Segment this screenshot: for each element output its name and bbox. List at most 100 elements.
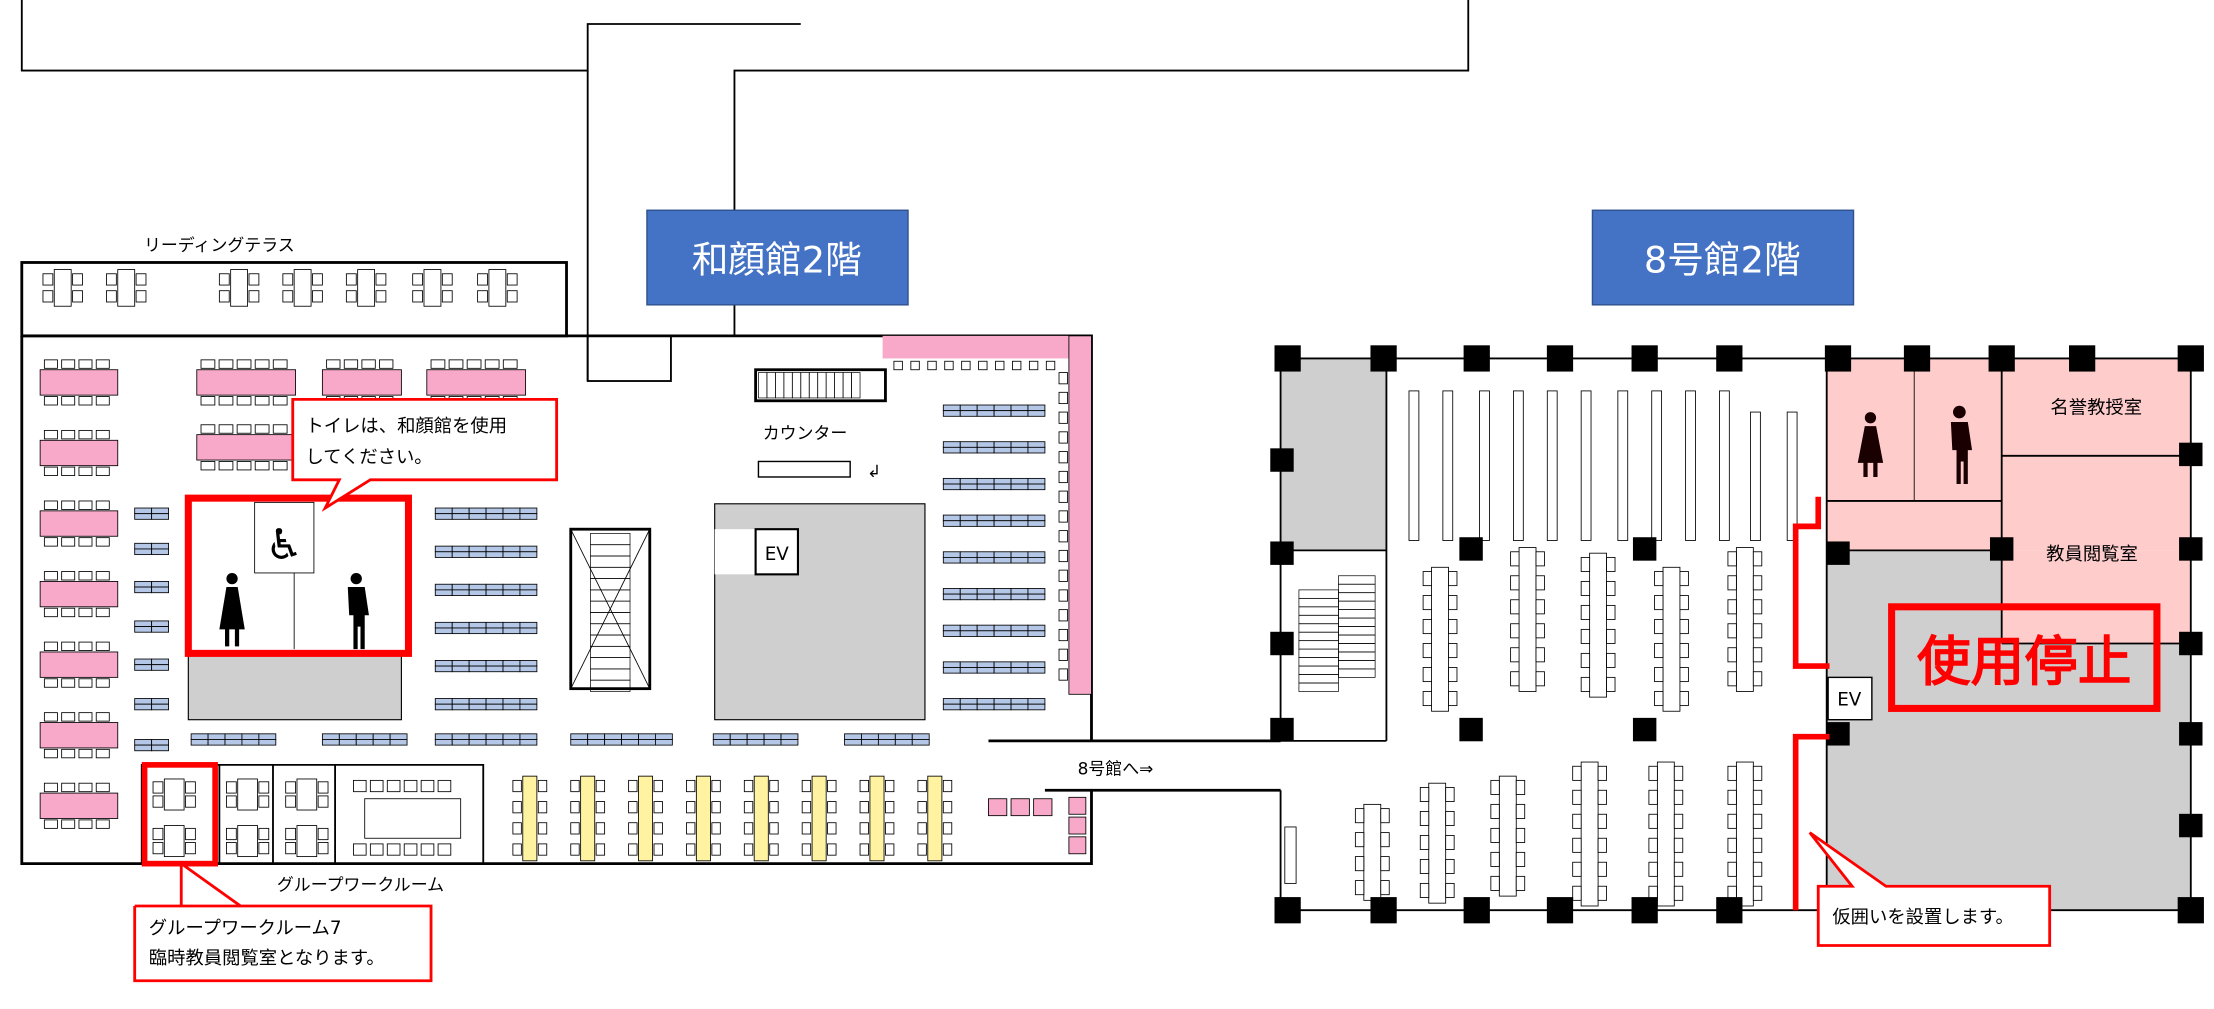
furniture: [1727, 575, 1737, 591]
title-wagan: 和顔館2階: [646, 209, 909, 306]
chair: [43, 607, 58, 618]
blue-desk: [151, 744, 169, 752]
blue-desk: [993, 556, 1012, 564]
chair: [1058, 470, 1068, 484]
blue-desk: [468, 583, 487, 591]
chair: [43, 396, 58, 406]
furniture: [1752, 813, 1763, 829]
blue-desk: [729, 739, 748, 746]
table: [163, 825, 185, 858]
furniture: [1654, 619, 1664, 635]
blue-desk: [434, 621, 453, 629]
blue-desk: [976, 441, 995, 448]
blue-desk: [976, 514, 995, 522]
pillar: [1270, 717, 1294, 742]
chair: [43, 712, 58, 722]
blue-desk: [502, 589, 521, 596]
table: [1363, 803, 1382, 901]
blue-desk: [1027, 556, 1046, 564]
blue-desk: [959, 483, 978, 491]
chair: [502, 359, 518, 369]
furniture: [412, 290, 423, 303]
blue-desk: [468, 513, 487, 520]
pink-table: [321, 369, 402, 396]
chair: [1012, 360, 1022, 371]
furniture: [1380, 832, 1390, 848]
furniture: [345, 290, 357, 303]
blue-desk: [468, 551, 487, 558]
bookshelf: [1617, 390, 1629, 541]
blue-desk: [959, 630, 978, 637]
furniture: [1515, 827, 1526, 843]
blue-desk: [151, 739, 169, 746]
blue-desk: [959, 667, 978, 674]
blue-desk: [134, 507, 153, 515]
chair: [1028, 360, 1039, 371]
blue-desk: [519, 739, 538, 746]
furniture: [537, 801, 548, 814]
chair: [43, 537, 58, 547]
blue-desk: [519, 660, 538, 667]
blue-desk: [434, 660, 453, 667]
stair-step: [1298, 614, 1339, 625]
chair: [218, 461, 234, 471]
furniture: [1654, 571, 1664, 587]
furniture: [1648, 765, 1658, 781]
blue-desk: [1027, 624, 1046, 632]
furniture: [595, 822, 606, 835]
blue-desk: [993, 630, 1012, 637]
blue-desk: [942, 551, 961, 558]
furniture: [1648, 813, 1658, 829]
stair-step: [1338, 600, 1376, 610]
chair: [466, 359, 482, 369]
chair: [78, 607, 93, 618]
furniture: [711, 801, 721, 814]
furniture: [570, 801, 580, 814]
chair: [78, 396, 93, 406]
pink-chair: [988, 798, 1008, 817]
blue-desk: [502, 698, 521, 705]
blue-desk: [190, 739, 209, 746]
pillar: [1716, 897, 1743, 924]
chair: [1058, 411, 1068, 424]
blue-desk: [434, 739, 453, 746]
pillar: [1270, 631, 1294, 656]
furniture: [1510, 575, 1520, 591]
chair: [200, 424, 216, 434]
furniture: [711, 779, 721, 793]
chair: [43, 500, 58, 510]
chair: [78, 678, 93, 688]
blue-desk: [151, 542, 169, 550]
chair: [95, 819, 110, 829]
blue-desk: [519, 583, 538, 591]
yellow-table: [522, 775, 538, 862]
blue-desk: [468, 589, 487, 596]
chair: [61, 537, 76, 547]
blue-desk: [451, 733, 470, 740]
blue-desk: [468, 665, 487, 673]
furniture: [917, 801, 927, 814]
blue-desk: [976, 404, 995, 412]
furniture: [1727, 765, 1737, 781]
furniture: [1535, 671, 1545, 687]
blue-desk: [942, 698, 961, 705]
blue-desk: [993, 477, 1012, 485]
blue-desk: [451, 660, 470, 667]
blue-desk: [485, 665, 504, 673]
furniture: [1445, 787, 1455, 802]
blue-desk: [621, 739, 639, 746]
furniture: [570, 843, 580, 856]
furniture: [1448, 691, 1458, 707]
blue-desk: [434, 627, 453, 635]
blue-desk: [519, 507, 538, 515]
blue-desk: [134, 542, 153, 550]
chair: [78, 782, 93, 793]
blue-desk: [502, 660, 521, 667]
blue-desk: [942, 593, 961, 601]
blue-desk: [134, 620, 153, 627]
bookshelf: [1651, 390, 1663, 541]
table: [293, 269, 312, 307]
furniture: [653, 822, 663, 835]
furniture: [285, 795, 296, 808]
furniture: [1572, 885, 1582, 901]
